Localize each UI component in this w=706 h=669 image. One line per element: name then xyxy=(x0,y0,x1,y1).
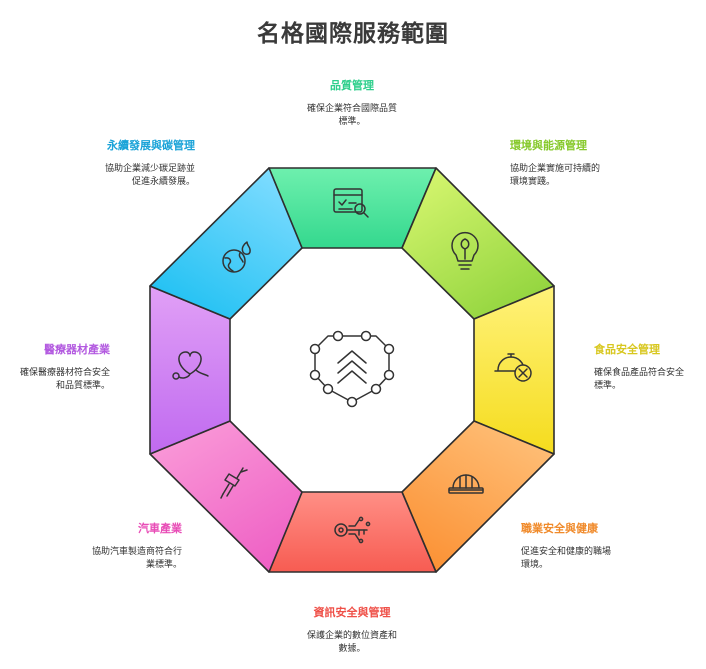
service-desc-line: 數據。 xyxy=(338,644,366,654)
label-quality: 品質管理 確保企業符合國際品質 標準。 xyxy=(272,77,432,129)
service-desc-line: 和品質標準。 xyxy=(55,381,110,391)
service-title: 食品安全管理 xyxy=(594,343,660,356)
service-desc-line: 標準。 xyxy=(338,117,366,127)
food-cloche-cancel-icon xyxy=(494,353,532,382)
globe-flame-icon xyxy=(222,241,251,273)
service-desc-line: 標準。 xyxy=(594,381,622,391)
label-automotive: 汽車產業 協助汽車製造商符合行 業標準。 xyxy=(20,520,182,572)
network-chevrons-icon xyxy=(309,330,395,408)
service-desc-line: 協助企業實施可持續的 xyxy=(510,164,601,174)
page-title: 名格國際服務範圍 xyxy=(257,21,449,47)
service-title: 資訊安全與管理 xyxy=(313,606,391,619)
label-food: 食品安全管理 確保食品產品符合安全 標準。 xyxy=(594,341,684,393)
segment-sustainability xyxy=(149,167,303,320)
label-infosec: 資訊安全與管理 保護企業的數位資產和 數據。 xyxy=(272,604,432,656)
service-desc-line: 確保醫療器材符合安全 xyxy=(19,368,110,378)
label-sustainability: 永續發展與碳管理 協助企業減少碳足跡並 促進永續發展。 xyxy=(40,137,195,189)
label-environment: 環境與能源管理 協助企業實施可持續的 環境實踐。 xyxy=(510,137,600,189)
hard-hat-icon xyxy=(448,474,484,494)
document-search-icon xyxy=(333,188,369,218)
digital-key-icon xyxy=(334,516,371,544)
service-desc-line: 協助汽車製造商符合行 xyxy=(91,547,182,557)
service-desc-line: 環境。 xyxy=(521,560,549,570)
label-medical: 醫療器材產業 確保醫療器材符合安全 和品質標準。 xyxy=(0,341,110,393)
service-title: 永續發展與碳管理 xyxy=(107,139,195,152)
service-desc-line: 保護企業的數位資產和 xyxy=(306,631,397,641)
spark-plug-icon xyxy=(220,467,248,499)
lightbulb-leaf-icon xyxy=(451,231,479,270)
service-desc-line: 業標準。 xyxy=(145,560,182,570)
service-desc-line: 協助企業減少碳足跡並 xyxy=(104,164,195,174)
heart-stethoscope-icon xyxy=(172,351,209,380)
service-desc-line: 促進安全和健康的職場 xyxy=(521,547,612,557)
service-desc-line: 促進永續發展。 xyxy=(131,177,195,187)
label-occupational: 職業安全與健康 促進安全和健康的職場 環境。 xyxy=(521,520,611,572)
service-desc-line: 確保企業符合國際品質 xyxy=(306,104,397,114)
service-desc-line: 確保食品產品符合安全 xyxy=(594,368,685,378)
service-title: 品質管理 xyxy=(330,79,374,92)
service-title: 環境與能源管理 xyxy=(510,139,587,152)
service-title: 醫療器材產業 xyxy=(44,343,110,356)
service-title: 汽車產業 xyxy=(138,522,182,535)
service-title: 職業安全與健康 xyxy=(521,522,598,535)
service-desc-line: 環境實踐。 xyxy=(510,177,556,187)
